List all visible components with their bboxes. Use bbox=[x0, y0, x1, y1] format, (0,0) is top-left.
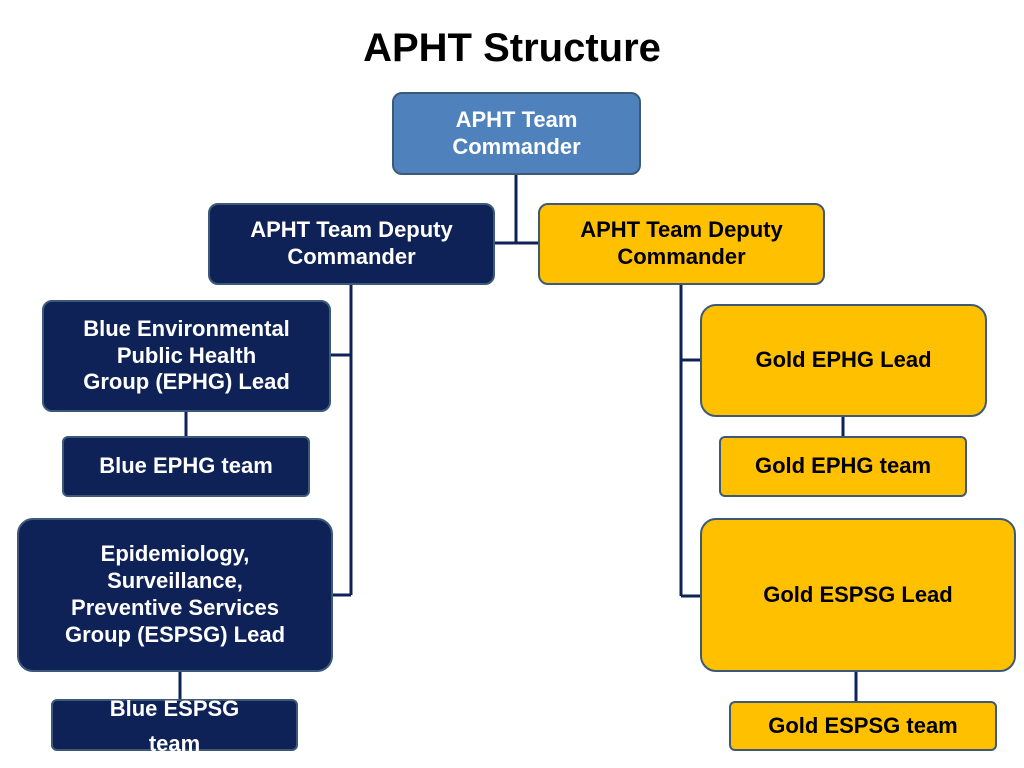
gold-espsg-lead-node: Gold ESPSG Lead bbox=[700, 518, 1016, 672]
blue-ephg-team-node: Blue EPHG team bbox=[62, 436, 310, 497]
gold-espsg-team-node: Gold ESPSG team bbox=[729, 701, 997, 751]
commander-node: APHT Team Commander bbox=[392, 92, 641, 175]
blue-ephg-lead-node: Blue Environmental Public Health Group (… bbox=[42, 300, 331, 412]
page-title: APHT Structure bbox=[363, 26, 661, 70]
blue-espsg-lead-node: Epidemiology, Surveillance, Preventive S… bbox=[17, 518, 333, 672]
gold-ephg-lead-node: Gold EPHG Lead bbox=[700, 304, 987, 417]
blue-espsg-team-label: Blue ESPSG team bbox=[109, 696, 240, 757]
blue-deputy-commander-node: APHT Team Deputy Commander bbox=[208, 203, 495, 285]
gold-deputy-commander-node: APHT Team Deputy Commander bbox=[538, 203, 825, 285]
gold-ephg-team-node: Gold EPHG team bbox=[719, 436, 967, 497]
blue-espsg-team-node: Blue ESPSG team bbox=[51, 696, 298, 756]
